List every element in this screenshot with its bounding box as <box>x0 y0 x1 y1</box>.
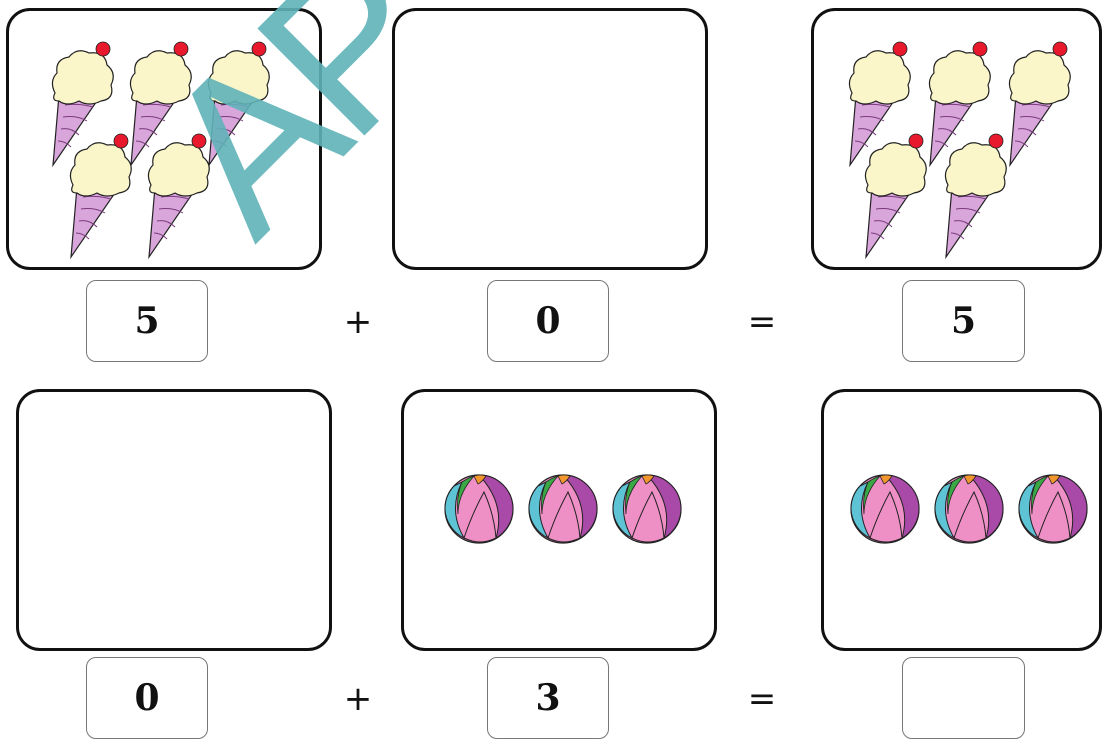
beach-ball-icon <box>613 475 681 543</box>
ice-cream-icon <box>70 134 131 257</box>
row1-left-count: 5 <box>86 280 208 362</box>
plus-sign: + <box>338 302 378 342</box>
row2-left-panel <box>16 389 332 651</box>
beach-ball-icon <box>445 475 513 543</box>
row2-right-panel <box>821 389 1102 651</box>
ice-cream-icon <box>1009 42 1070 165</box>
row1-left-panel <box>6 8 322 270</box>
row1-middle-panel <box>392 8 708 270</box>
row1-right-count: 0 <box>487 280 609 362</box>
row1-result[interactable]: 5 <box>902 280 1025 362</box>
beach-ball-icon <box>1019 475 1087 543</box>
ice-cream-icon <box>945 134 1006 257</box>
beach-ball-icon <box>935 475 1003 543</box>
ice-cream-group <box>9 11 322 270</box>
equals-sign: = <box>742 679 782 719</box>
ice-cream-icon <box>208 42 269 165</box>
beach-ball-group <box>404 392 717 651</box>
ice-cream-icon <box>148 134 209 257</box>
beach-ball-icon <box>851 475 919 543</box>
ice-cream-group <box>814 11 1102 270</box>
beach-ball-group <box>824 392 1102 651</box>
row2-middle-panel <box>401 389 717 651</box>
plus-sign: + <box>338 679 378 719</box>
row2-right-count: 3 <box>487 657 609 739</box>
row2-left-count: 0 <box>86 657 208 739</box>
row1-right-panel <box>811 8 1102 270</box>
equals-sign: = <box>742 302 782 342</box>
row2-result-blank[interactable] <box>902 657 1025 739</box>
beach-ball-icon <box>529 475 597 543</box>
ice-cream-icon <box>865 134 926 257</box>
